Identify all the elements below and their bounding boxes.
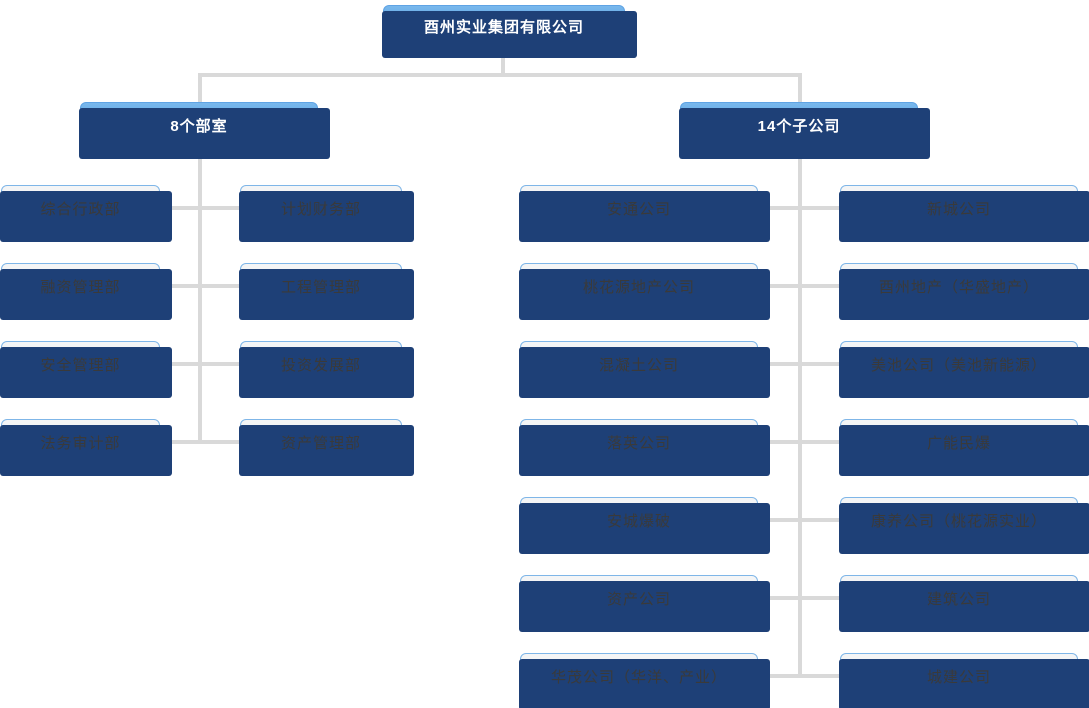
company-node: 美池公司（美池新能源） bbox=[839, 341, 1089, 398]
connector-row-line bbox=[150, 206, 250, 210]
branch-subsidiaries-label: 14个子公司 bbox=[757, 117, 841, 135]
dept-node-label: 计划财务部 bbox=[280, 200, 361, 218]
company-node: 酉州地产（华盛地产） bbox=[839, 263, 1089, 320]
root-node: 酉州实业集团有限公司 bbox=[382, 5, 637, 58]
company-node-label: 安城爆破 bbox=[606, 512, 671, 530]
company-node-label: 美池公司（美池新能源） bbox=[870, 356, 1047, 374]
company-node-label: 康养公司（桃花源实业） bbox=[870, 512, 1047, 530]
connector-row-line bbox=[150, 284, 250, 288]
dept-node-label: 综合行政部 bbox=[40, 200, 121, 218]
company-node-label: 桃花源地产公司 bbox=[582, 278, 695, 296]
dept-node: 资产管理部 bbox=[239, 419, 414, 476]
company-node-label: 安通公司 bbox=[606, 200, 671, 218]
company-node: 安城爆破 bbox=[519, 497, 770, 554]
connector-row-line bbox=[150, 362, 250, 366]
company-node: 广能民爆 bbox=[839, 419, 1089, 476]
dept-node: 安全管理部 bbox=[0, 341, 172, 398]
dept-node-label: 融资管理部 bbox=[40, 278, 121, 296]
company-node: 城建公司 bbox=[839, 653, 1089, 708]
connector-row-line bbox=[750, 440, 850, 444]
dept-node-label: 投资发展部 bbox=[280, 356, 361, 374]
dept-node-label: 法务审计部 bbox=[40, 434, 121, 452]
connector-row-line bbox=[750, 206, 850, 210]
company-node-label: 建筑公司 bbox=[926, 590, 991, 608]
dept-node: 法务审计部 bbox=[0, 419, 172, 476]
dept-node: 工程管理部 bbox=[239, 263, 414, 320]
dept-node: 融资管理部 bbox=[0, 263, 172, 320]
branch-node-subsidiaries: 14个子公司 bbox=[679, 102, 930, 159]
dept-node-label: 资产管理部 bbox=[280, 434, 361, 452]
dept-node: 投资发展部 bbox=[239, 341, 414, 398]
root-node-label: 酉州实业集团有限公司 bbox=[423, 18, 584, 36]
company-node-label: 混凝土公司 bbox=[598, 356, 679, 374]
company-node-label: 酉州地产（华盛地产） bbox=[878, 278, 1039, 296]
dept-node: 计划财务部 bbox=[239, 185, 414, 242]
company-node: 资产公司 bbox=[519, 575, 770, 632]
company-node: 混凝土公司 bbox=[519, 341, 770, 398]
connector-row-line bbox=[750, 596, 850, 600]
company-node-label: 资产公司 bbox=[606, 590, 671, 608]
company-node: 华茂公司（华洋、产业） bbox=[519, 653, 770, 708]
branch-departments-label: 8个部室 bbox=[170, 117, 228, 135]
company-node: 新城公司 bbox=[839, 185, 1089, 242]
company-node-label: 新城公司 bbox=[926, 200, 991, 218]
company-node-label: 城建公司 bbox=[926, 668, 991, 686]
connector-row-line bbox=[750, 518, 850, 522]
company-node: 安通公司 bbox=[519, 185, 770, 242]
company-node: 康养公司（桃花源实业） bbox=[839, 497, 1089, 554]
dept-node-label: 工程管理部 bbox=[280, 278, 361, 296]
connector-row-line bbox=[750, 362, 850, 366]
company-node-label: 广能民爆 bbox=[926, 434, 991, 452]
connector-root-stub bbox=[501, 45, 505, 75]
dept-node-label: 安全管理部 bbox=[40, 356, 121, 374]
connector-row-line bbox=[750, 674, 850, 678]
branch-node-departments: 8个部室 bbox=[79, 102, 330, 159]
company-node-label: 华茂公司（华洋、产业） bbox=[550, 668, 727, 686]
connector-row-line bbox=[750, 284, 850, 288]
company-node-label: 落英公司 bbox=[606, 434, 671, 452]
company-node: 落英公司 bbox=[519, 419, 770, 476]
connector-row-line bbox=[150, 440, 250, 444]
dept-node: 综合行政部 bbox=[0, 185, 172, 242]
connector-header-line bbox=[198, 73, 802, 77]
company-node: 桃花源地产公司 bbox=[519, 263, 770, 320]
company-node: 建筑公司 bbox=[839, 575, 1089, 632]
connector-left-trunk bbox=[198, 73, 202, 444]
connector-right-trunk bbox=[798, 73, 802, 678]
